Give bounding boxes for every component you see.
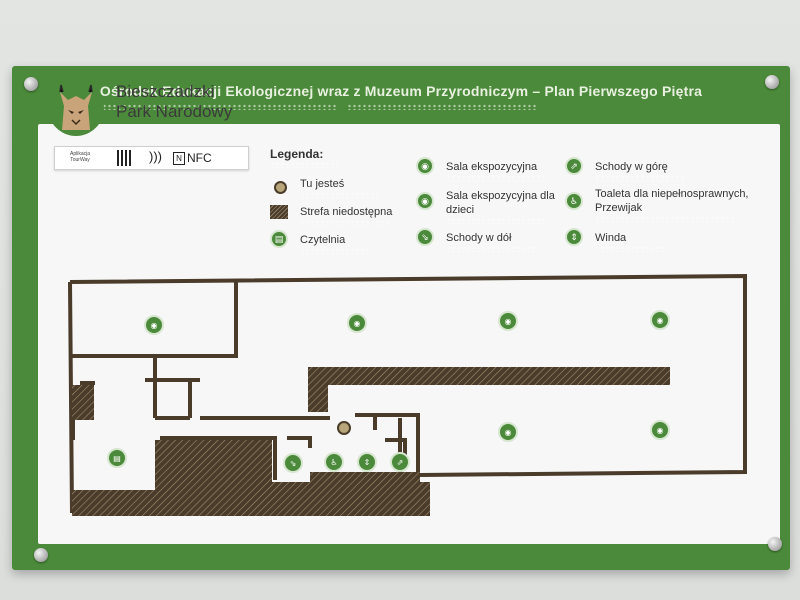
lynx-icon <box>48 80 104 136</box>
legend-toilet: Toaleta dla niepełnosprawnych, Przewijak <box>595 188 749 214</box>
inaccessible-zones <box>72 367 670 516</box>
accessible-toilet-icon: ♿ <box>565 192 583 210</box>
mounting-screw <box>765 75 779 89</box>
svg-text:▤: ▤ <box>113 454 121 463</box>
app-label: Aplikacja TourWay <box>69 151 90 163</box>
svg-text:⇗: ⇗ <box>397 458 404 467</box>
eye-icon: ◉ <box>416 157 434 175</box>
stairs-up-icon: ⇗ <box>565 157 583 175</box>
svg-text:⇘: ⇘ <box>290 459 297 468</box>
braille <box>300 220 390 226</box>
nfc-label: NFC <box>187 151 212 165</box>
svg-text:◉: ◉ <box>657 316 664 325</box>
eye-icon <box>650 420 670 440</box>
legend-you-are-here: Tu jesteś <box>300 178 345 190</box>
eye-icon <box>650 310 670 330</box>
svg-text:⇕: ⇕ <box>364 458 371 467</box>
legend-inaccessible: Strefa niedostępna <box>300 206 393 218</box>
you-are-here-marker <box>337 421 351 435</box>
svg-text:◉: ◉ <box>657 426 664 435</box>
plan-title: Ośrodek Edukacji Ekologicznej wraz z Muz… <box>99 83 703 99</box>
reading-room-icon <box>107 448 127 468</box>
eye-icon <box>498 311 518 331</box>
elevator-icon: ⇕ <box>565 228 583 246</box>
braille-legend <box>270 162 340 168</box>
you-are-here-icon <box>274 181 287 194</box>
eye-icon <box>347 313 367 333</box>
floor-plan-walls <box>68 273 747 514</box>
svg-text:◉: ◉ <box>505 317 512 326</box>
legend-elevator: Winda <box>595 232 627 244</box>
braille-title-1 <box>97 104 337 110</box>
braille <box>446 218 546 224</box>
plan-icons <box>107 310 670 473</box>
svg-text:◉: ◉ <box>354 319 361 328</box>
braille <box>595 175 685 181</box>
legend-reading-room: Czytelnia <box>300 234 346 246</box>
legend-stairs-down: Schody w dół <box>446 232 512 244</box>
braille <box>595 216 735 222</box>
mounting-screw <box>34 548 48 562</box>
legend-exhibition-hall: Sala ekspozycyjna <box>446 161 538 173</box>
braille <box>300 192 380 198</box>
mounting-screw <box>768 537 782 551</box>
accessible-toilet-icon <box>324 452 344 472</box>
svg-text:◉: ◉ <box>505 428 512 437</box>
park-name: Bieszczadzki Park Narodowy <box>116 82 232 122</box>
qr-code-icon <box>117 150 133 166</box>
svg-text:♿: ♿ <box>330 458 337 467</box>
elevator-icon <box>357 452 377 472</box>
nfc-waves-icon: ))) <box>149 149 162 164</box>
hatched-area-icon <box>270 205 288 219</box>
plan-icon-glyphs: ◉ ◉ ◉ ◉ ◉ ◉ ▤ ⇘ ♿ ⇕ ⇗ <box>113 316 663 468</box>
svg-text:◉: ◉ <box>151 321 158 330</box>
child-eye-icon: ◉ <box>416 192 434 210</box>
eye-icon <box>498 422 518 442</box>
legend-children-exhibition: Sala ekspozycyjna dla dzieci <box>446 190 555 216</box>
eye-icon <box>144 315 164 335</box>
stairs-up-icon <box>390 452 410 472</box>
braille-title-2 <box>347 104 537 110</box>
stairs-down-icon <box>283 453 303 473</box>
legend-stairs-up: Schody w górę <box>595 161 668 173</box>
legend-title: Legenda: <box>270 147 324 161</box>
park-name-line1: Bieszczadzki <box>116 82 215 101</box>
mounting-screw <box>24 77 38 91</box>
park-name-line2: Park Narodowy <box>116 102 233 121</box>
stairs-down-icon: ⇘ <box>416 228 434 246</box>
reading-room-icon: ▤ <box>270 230 288 248</box>
braille <box>595 246 665 252</box>
braille <box>300 248 370 254</box>
braille <box>446 175 546 181</box>
braille <box>446 246 536 252</box>
